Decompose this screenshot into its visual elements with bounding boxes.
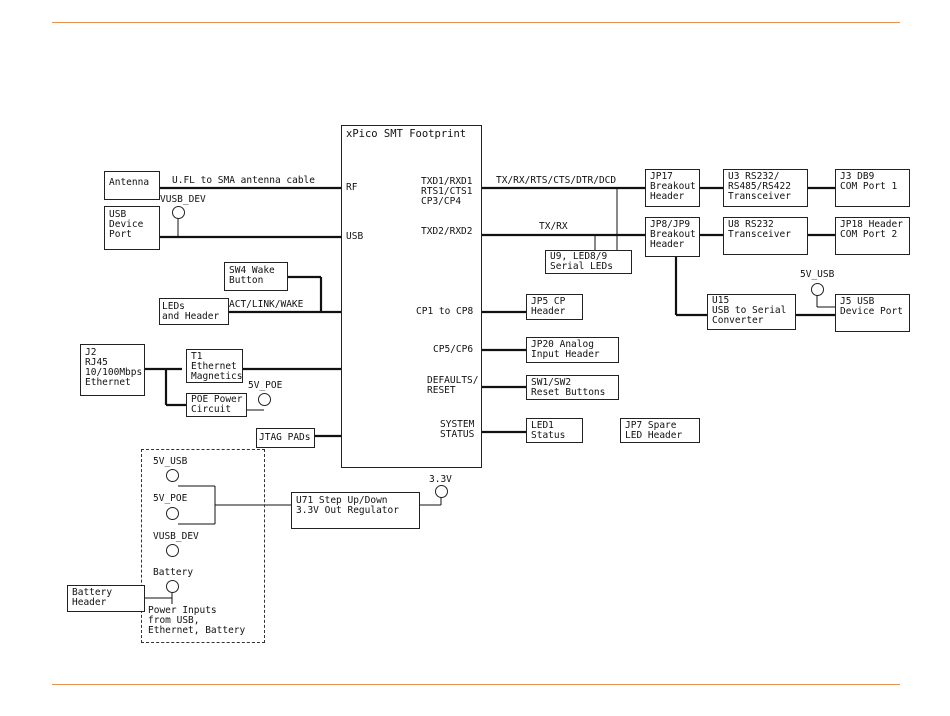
pin-cp1: CP1 to CP8 [416,306,474,317]
power-inputs-caption: Power Inputs from USB, Ethernet, Battery [148,605,246,636]
jp7-block: JP7 Spare LED Header [620,418,700,443]
usb-device-port-label: USB Device Port [109,209,144,240]
led1-label: LED1 Status [531,420,566,441]
u9-label: U9, LED8/9 Serial LEDs [550,251,613,272]
rail-5v-usb: 5V_USB [153,456,188,467]
j3-label: J3 DB9 COM Port 1 [840,171,898,192]
signal-act-link: ACT/LINK/WAKE [229,299,304,310]
t1-label: T1 Ethernet Magnetics [191,351,243,382]
rail-5v-poe-terminal [166,507,179,520]
rail-vusb-dev: VUSB_DEV [153,531,199,542]
jp7-label: JP7 Spare LED Header [625,420,683,441]
signal-5v-usb: 5V_USB [800,269,835,280]
poe-label: POE Power Circuit [191,394,243,415]
signal-vusb-dev: VUSB_DEV [160,194,206,205]
j2-block: J2 RJ45 10/100Mbps Ethernet [80,344,145,396]
5v-usb-terminal [811,283,824,296]
antenna-block: Antenna [104,171,160,200]
pin-defaults: DEFAULTS/ RESET [427,375,479,396]
jp17-block: JP17 Breakout Header [645,169,700,207]
signal-tx-rx: TX/RX [539,221,568,232]
pin-system: SYSTEM STATUS [440,419,475,440]
battery-header-block: Battery Header [67,585,145,612]
rail-battery-terminal [166,580,179,593]
jp18-block: JP18 Header COM Port 2 [835,217,910,255]
j3-block: J3 DB9 COM Port 1 [835,169,910,207]
jp20-block: JP20 Analog Input Header [526,337,619,363]
t1-block: T1 Ethernet Magnetics [186,349,243,383]
jp5-label: JP5 CP Header [531,296,566,317]
u15-block: U15 USB to Serial Converter [707,294,796,330]
rail-5v-poe: 5V_POE [153,493,188,504]
j5-block: J5 USB Device Port [835,294,910,332]
u3-label: U3 RS232/ RS485/RS422 Transceiver [728,171,791,202]
u8-label: U8 RS232 Transceiver [728,219,791,240]
led1-block: LED1 Status [526,418,583,443]
signal-tx-rx-full: TX/RX/RTS/CTS/DTR/DCD [496,175,617,186]
signal-ufl: U.FL to SMA antenna cable [172,175,315,186]
u8-block: U8 RS232 Transceiver [723,217,808,255]
u9-block: U9, LED8/9 Serial LEDs [545,250,632,274]
jp5-block: JP5 CP Header [526,294,583,320]
j5-label: J5 USB Device Port [840,296,903,317]
usb-device-port-block: USB Device Port [104,206,160,250]
u71-label: U71 Step Up/Down 3.3V Out Regulator [296,495,399,516]
xpico-footprint-block: xPico SMT Footprint [341,125,482,468]
rail-vusb-dev-terminal [166,544,179,557]
jp17-label: JP17 Breakout Header [650,171,696,202]
jp8-block: JP8/JP9 Breakout Header [645,217,700,257]
jtag-block: JTAG PADs [256,428,315,448]
pin-usb: USB [346,231,364,242]
j2-label: J2 RJ45 10/100Mbps Ethernet [85,347,143,388]
rail-battery: Battery [153,567,194,578]
u15-label: U15 USB to Serial Converter [712,295,787,326]
leds-header-label: LEDs and Header [162,301,220,322]
bottom-rule [52,684,900,685]
antenna-label: Antenna [109,177,150,188]
jp8-label: JP8/JP9 Breakout Header [650,219,696,250]
sw1-block: SW1/SW2 Reset Buttons [526,375,619,400]
signal-5v-poe: 5V_POE [248,380,283,391]
5v-poe-terminal [258,393,271,406]
jp18-label: JP18 Header COM Port 2 [840,219,903,240]
sw4-block: SW4 Wake Button [224,262,288,291]
3v3-terminal [435,485,448,498]
pin-cp5: CP5/CP6 [433,344,474,355]
rail-5v-usb-terminal [166,469,179,482]
power-inputs-group [141,449,265,643]
leds-header-block: LEDs and Header [159,298,229,325]
jp20-label: JP20 Analog Input Header [531,339,600,360]
u71-block: U71 Step Up/Down 3.3V Out Regulator [291,492,420,529]
signal-3v3: 3.3V [429,474,452,485]
sw4-label: SW4 Wake Button [229,265,275,286]
pin-rf: RF [346,182,358,193]
vusb-dev-terminal [172,206,185,219]
top-rule [52,22,900,23]
pin-txd2: TXD2/RXD2 [421,226,473,237]
u3-block: U3 RS232/ RS485/RS422 Transceiver [723,169,808,207]
xpico-title: xPico SMT Footprint [346,128,467,140]
jtag-label: JTAG PADs [259,432,311,443]
battery-header-label: Battery Header [72,587,113,608]
poe-block: POE Power Circuit [186,393,247,417]
sw1-label: SW1/SW2 Reset Buttons [531,377,606,398]
pin-txd1: TXD1/RXD1 RTS1/CTS1 CP3/CP4 [421,176,473,207]
